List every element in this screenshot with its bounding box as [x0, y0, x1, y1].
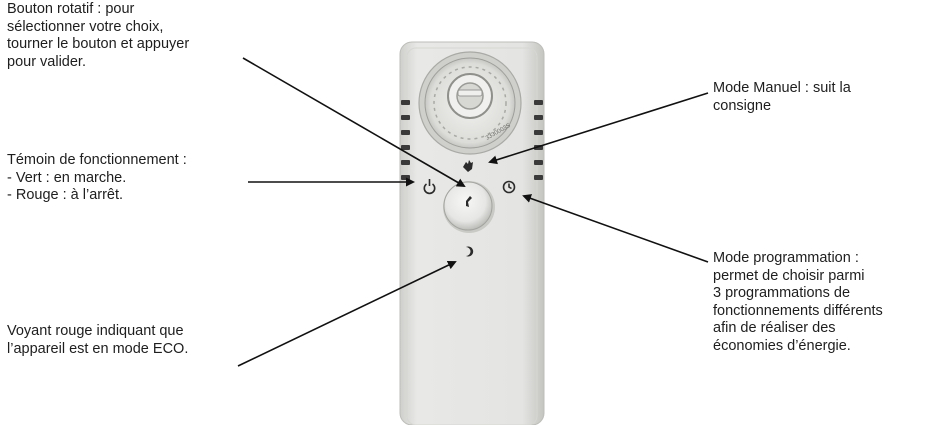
clock-icon	[502, 180, 516, 194]
arrow-mode-programmation	[522, 194, 709, 263]
knob-indicator-icon	[466, 196, 472, 207]
side-vents-right	[534, 100, 543, 180]
power-icon	[423, 179, 436, 195]
callout-arrows	[237, 57, 709, 367]
annotation-bouton-rotatif: Bouton rotatif : pour sélectionner votre…	[7, 1, 190, 70]
annotation-mode-programmation: Mode programmation : permet de choisir p…	[713, 250, 883, 354]
rotary-knob[interactable]	[443, 181, 495, 233]
annotation-mode-manuel: Mode Manuel : suit la consigne	[713, 80, 851, 114]
moon-icon	[466, 246, 474, 257]
annotation-voyant-eco: Voyant rouge indiquant que l’appareil es…	[7, 323, 189, 357]
arrow-bouton-rotatif	[242, 57, 466, 188]
side-vents-left	[401, 100, 410, 180]
thermostat-dial: 3330003S	[418, 51, 522, 155]
annotation-temoin-fonctionnement: Témoin de fonctionnement : - Vert : en m…	[7, 152, 187, 203]
arrow-mode-manuel	[488, 92, 709, 165]
hand-icon	[463, 160, 473, 172]
arrow-voyant	[237, 260, 457, 367]
